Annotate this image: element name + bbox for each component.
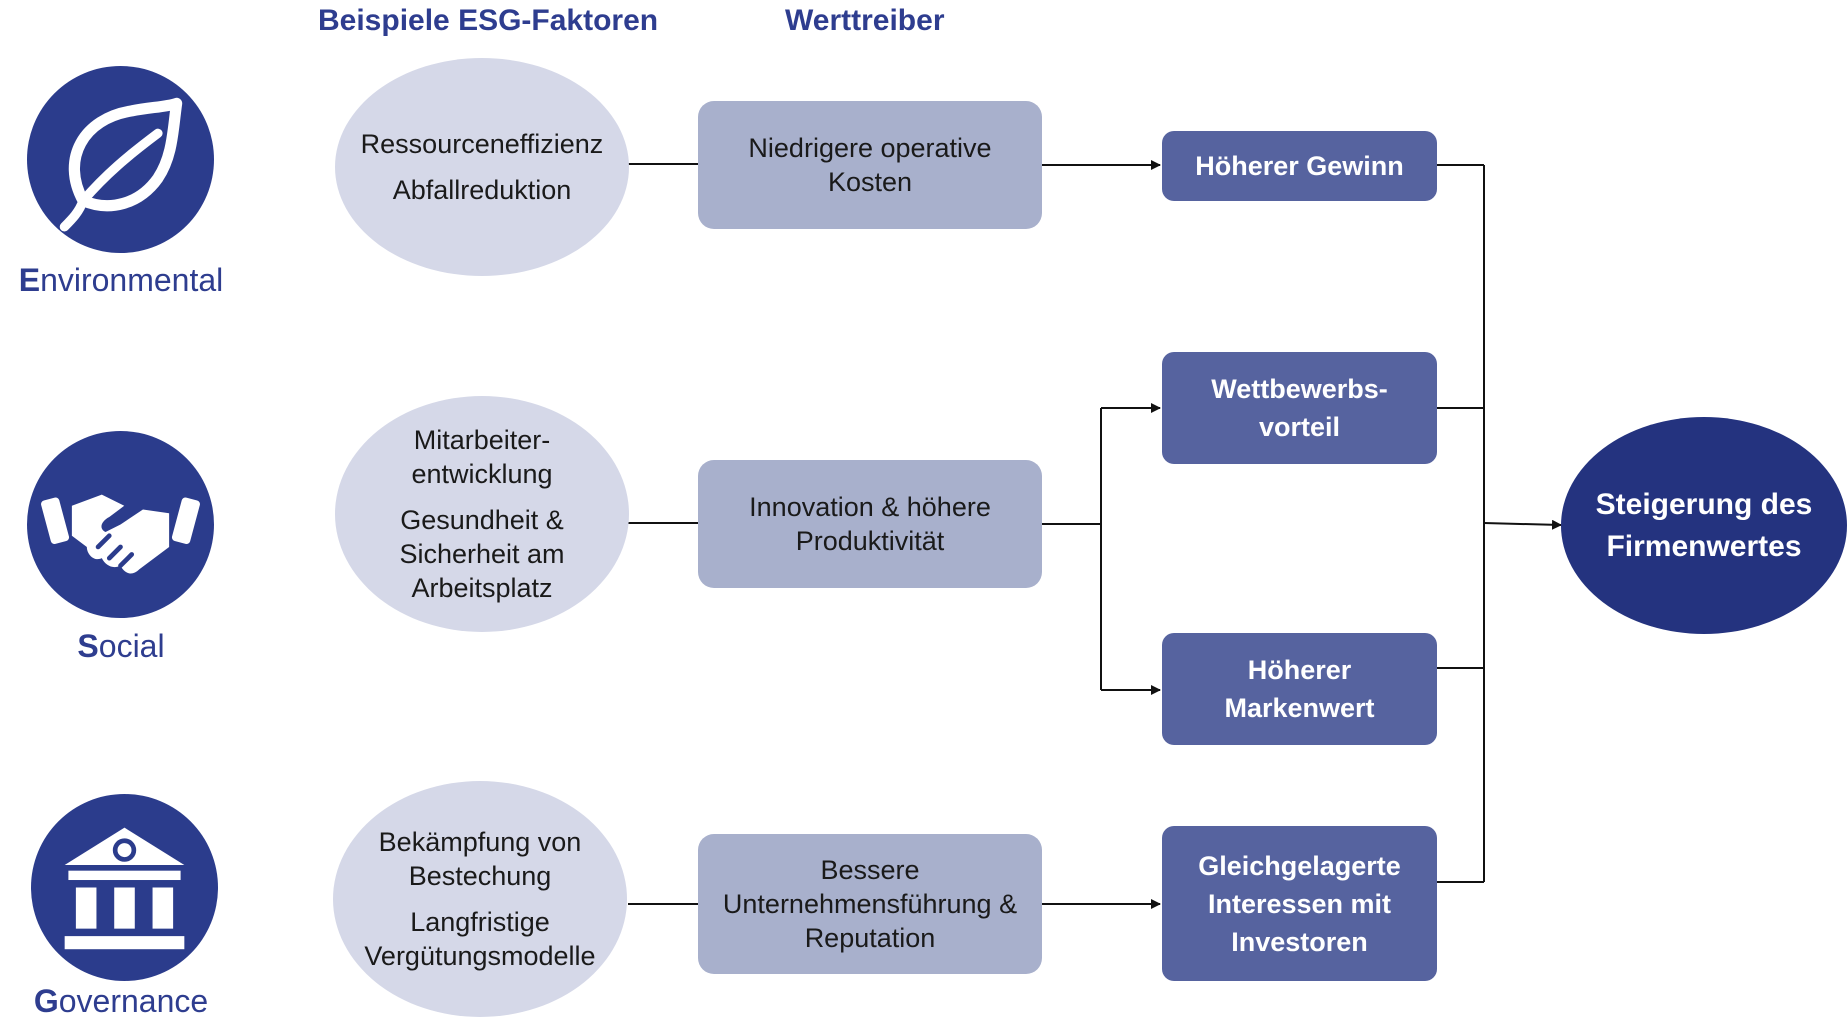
arrow-to-final <box>1483 519 1562 530</box>
social-circle <box>27 431 214 618</box>
governance-circle <box>31 794 218 981</box>
social-factors-ellipse: Mitarbeiter- entwicklung Gesundheit & Si… <box>335 396 629 632</box>
factor-item: Langfristige Vergütungsmodelle <box>364 907 596 971</box>
outcome-higher-profit: Höherer Gewinn <box>1162 131 1437 201</box>
outcome-competitive-advantage: Wettbewerbs- vorteil <box>1162 352 1437 464</box>
environmental-circle <box>27 66 214 253</box>
factor-item: Mitarbeiter- entwicklung <box>411 425 553 489</box>
final-firm-value-ellipse: Steigerung des Firmenwertes <box>1561 417 1847 634</box>
outcome-brand-value: Höherer Markenwert <box>1162 633 1437 745</box>
social-label: Social <box>77 628 165 664</box>
environmental-label: Environmental <box>18 262 224 298</box>
bank-building-icon <box>64 827 185 950</box>
handshake-icon <box>41 494 200 574</box>
factors-header: Beispiele ESG-Faktoren <box>318 4 659 37</box>
outcome-aligned-investors: Gleichgelagerte Interessen mit Investore… <box>1162 826 1437 981</box>
environmental-factors-ellipse: Ressourceneffizienz Abfallreduktion <box>335 58 629 276</box>
factor-item: Bekämpfung von Bestechung <box>378 827 582 891</box>
governance-factors-ellipse: Bekämpfung von Bestechung Langfristige V… <box>333 781 627 1017</box>
governance-label: Governance <box>33 983 209 1019</box>
factor-item: Ressourceneffizienz <box>360 129 604 159</box>
factor-item: Gesundheit & Sicherheit am Arbeitsplatz <box>399 505 565 603</box>
factor-item: Abfallreduktion <box>392 175 572 205</box>
driver-governance: Bessere Unternehmensführung & Reputation <box>698 834 1042 974</box>
driver-innovation: Innovation & höhere Produktivität <box>698 460 1042 588</box>
driver-lower-costs: Niedrigere operative Kosten <box>698 101 1042 229</box>
drivers-header: Werttreiber <box>785 4 945 37</box>
leaf-icon <box>59 97 183 232</box>
